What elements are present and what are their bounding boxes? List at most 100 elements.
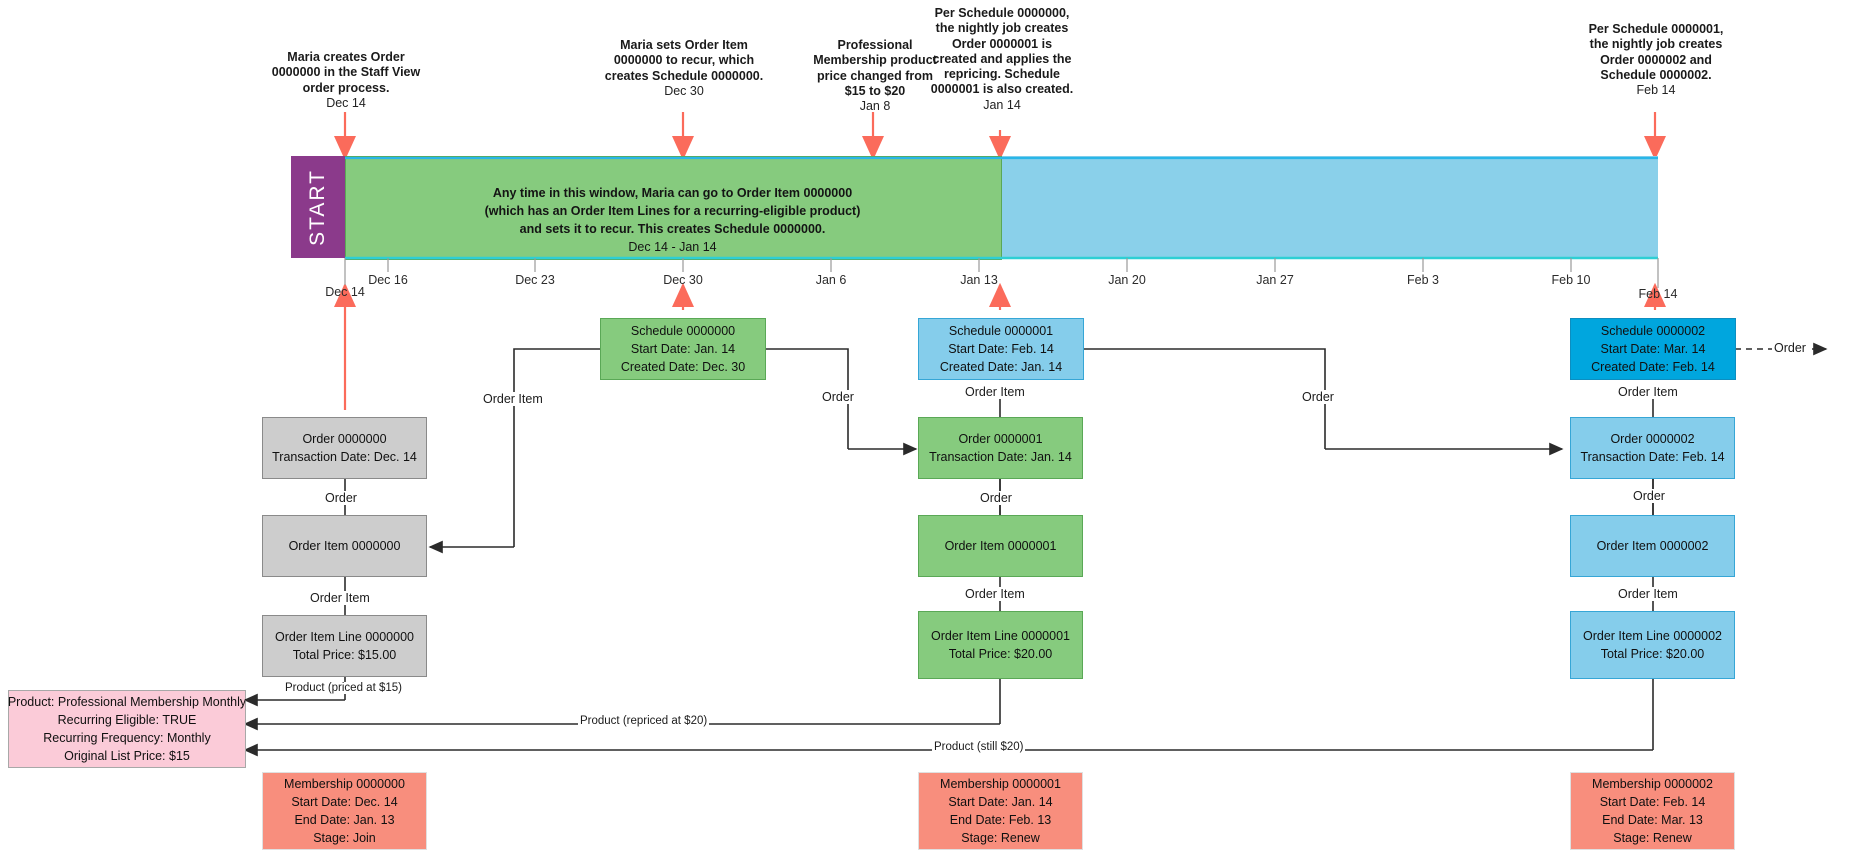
edge-label-product-20: Product (repriced at $20) [578,715,710,727]
membership-end-date: End Date: Jan. 13 [294,813,395,827]
order-transaction-date: Transaction Date: Jan. 14 [929,450,1072,464]
edge-label-order-item-sched1: Order Item [963,385,1027,399]
schedule-title: Schedule 0000000 [630,323,736,338]
tick-label-5: Jan 13 [960,273,998,287]
membership-stage: Stage: Renew [1613,831,1692,846]
annotation-dec14: Maria creates Order 0000000 in the Staff… [262,50,430,111]
edge-label-order-item-2: Order Item [1616,587,1680,601]
schedule-start-date: Start Date: Jan. 14 [630,341,736,356]
edge-label-order-item-0: Order Item [308,591,372,605]
tick-label-10: Feb 14 [1638,287,1678,301]
tick-label-0: Dec 14 [325,285,365,299]
window-range: Dec 14 - Jan 14 [628,240,717,255]
order-item-line-price: Total Price: $15.00 [292,648,397,662]
order-item-line-title: Order Item Line 0000000 [275,629,414,644]
order-item-title: Order Item 0000000 [288,538,401,553]
annotation-date: Dec 14 [326,95,366,110]
edge-label-product-still-20: Product (still $20) [932,741,1026,753]
annotation-date: Jan 14 [983,97,1021,112]
annotation-jan8: Professional Membership product price ch… [810,38,940,114]
annotation-text: Maria creates Order 0000000 in the Staff… [271,50,421,95]
tick-label-6: Jan 20 [1108,273,1146,287]
schedule-created-date: Created Date: Feb. 14 [1591,360,1715,375]
membership-node-0000000[interactable]: Membership 0000000 Start Date: Dec. 14 E… [262,772,427,850]
tick-label-7: Jan 27 [1256,273,1294,287]
tick-label-2: Dec 23 [515,273,555,287]
edge-label-schedule2-order: Order [1772,341,1808,355]
product-recurring-eligible: Recurring Eligible: TRUE [57,712,197,727]
timeline-window-green [345,156,1002,260]
annotation-date: Dec 30 [664,83,704,98]
edge-label-order-0: Order [323,491,359,505]
annotation-text: Per Schedule 0000001, the nightly job cr… [1588,22,1724,82]
edge-label-order-mid: Order [820,390,856,404]
window-line-2: (which has an Order Item Lines for a rec… [484,204,861,219]
annotation-date: Feb 14 [1636,83,1676,97]
order-item-line-price: Total Price: $20.00 [1600,647,1705,661]
tick-label-3: Dec 30 [663,273,703,287]
edge-label-order-item-sched2: Order Item [1616,385,1680,399]
order-item-line-price: Total Price: $20.00 [948,647,1053,661]
order-item-node-0000001[interactable]: Order Item 0000001 [918,515,1083,577]
tick-label-8: Feb 3 [1407,273,1439,287]
membership-node-0000002[interactable]: Membership 0000002 Start Date: Feb. 14 E… [1570,772,1735,850]
membership-stage: Stage: Join [313,831,376,846]
schedule-created-date: Created Date: Jan. 14 [939,360,1063,375]
membership-start-date: Start Date: Jan. 14 [948,794,1053,809]
edge-label-order-1: Order [978,491,1014,505]
product-list-price: Original List Price: $15 [64,749,190,764]
edge-label-order-item-left: Order Item [481,392,545,406]
annotation-text: Professional Membership product price ch… [813,38,937,98]
order-title: Order 0000001 [958,431,1043,446]
start-label: START [306,168,329,246]
order-title: Order 0000000 [302,431,387,446]
order-item-line-node-0000001[interactable]: Order Item Line 0000001 Total Price: $20… [918,611,1083,679]
order-item-line-title: Order Item Line 0000002 [1583,628,1722,643]
tick-label-4: Jan 6 [815,273,847,287]
membership-start-date: Start Date: Feb. 14 [1599,794,1706,809]
membership-stage: Stage: Renew [961,831,1040,846]
product-recurring-frequency: Recurring Frequency: Monthly [43,731,211,745]
schedule-created-date: Created Date: Dec. 30 [620,360,746,375]
order-item-node-0000002[interactable]: Order Item 0000002 [1570,515,1735,577]
order-item-line-node-0000002[interactable]: Order Item Line 0000002 Total Price: $20… [1570,611,1735,679]
window-line-1: Any time in this window, Maria can go to… [492,186,853,200]
membership-end-date: End Date: Feb. 13 [949,813,1052,827]
tick-label-9: Feb 10 [1551,273,1591,287]
order-item-line-node-0000000[interactable]: Order Item Line 0000000 Total Price: $15… [262,615,427,677]
schedule-node-0000000[interactable]: Schedule 0000000 Start Date: Jan. 14 Cre… [600,318,766,380]
order-item-node-0000000[interactable]: Order Item 0000000 [262,515,427,577]
schedule-title: Schedule 0000002 [1600,323,1706,338]
order-item-line-title: Order Item Line 0000001 [931,628,1070,643]
order-item-title: Order Item 0000001 [944,538,1057,553]
order-node-0000000[interactable]: Order 0000000 Transaction Date: Dec. 14 [262,417,427,479]
order-title: Order 0000002 [1610,431,1695,446]
membership-start-date: Start Date: Dec. 14 [291,794,398,809]
edge-label-product-15: Product (priced at $15) [283,682,404,694]
annotation-text: Per Schedule 0000000, the nightly job cr… [930,6,1074,97]
annotation-date: Jan 8 [859,99,891,113]
membership-end-date: End Date: Mar. 13 [1602,813,1703,827]
order-transaction-date: Transaction Date: Dec. 14 [272,450,417,464]
product-node[interactable]: Product: Professional Membership Monthly… [8,690,246,768]
timeline-window-text: Any time in this window, Maria can go to… [355,184,990,257]
membership-node-0000001[interactable]: Membership 0000001 Start Date: Jan. 14 E… [918,772,1083,850]
edge-label-order-item-1: Order Item [963,587,1027,601]
schedule-node-0000002[interactable]: Schedule 0000002 Start Date: Mar. 14 Cre… [1570,318,1736,380]
product-name: Product: Professional Membership Monthly [7,694,247,709]
schedule-title: Schedule 0000001 [948,323,1054,338]
edge-label-order-2: Order [1631,489,1667,503]
window-line-3: and sets it to recur. This creates Sched… [519,222,826,237]
edge-label-order-right: Order [1300,390,1336,404]
membership-title: Membership 0000001 [940,776,1061,791]
annotation-dec30: Maria sets Order Item 0000000 to recur, … [600,38,768,99]
membership-title: Membership 0000000 [284,776,405,791]
membership-title: Membership 0000002 [1592,776,1713,791]
schedule-start-date: Start Date: Feb. 14 [948,341,1054,356]
order-item-title: Order Item 0000002 [1596,538,1709,553]
schedule-node-0000001[interactable]: Schedule 0000001 Start Date: Feb. 14 Cre… [918,318,1084,380]
order-node-0000002[interactable]: Order 0000002 Transaction Date: Feb. 14 [1570,417,1735,479]
order-transaction-date: Transaction Date: Feb. 14 [1580,450,1725,464]
order-node-0000001[interactable]: Order 0000001 Transaction Date: Jan. 14 [918,417,1083,479]
